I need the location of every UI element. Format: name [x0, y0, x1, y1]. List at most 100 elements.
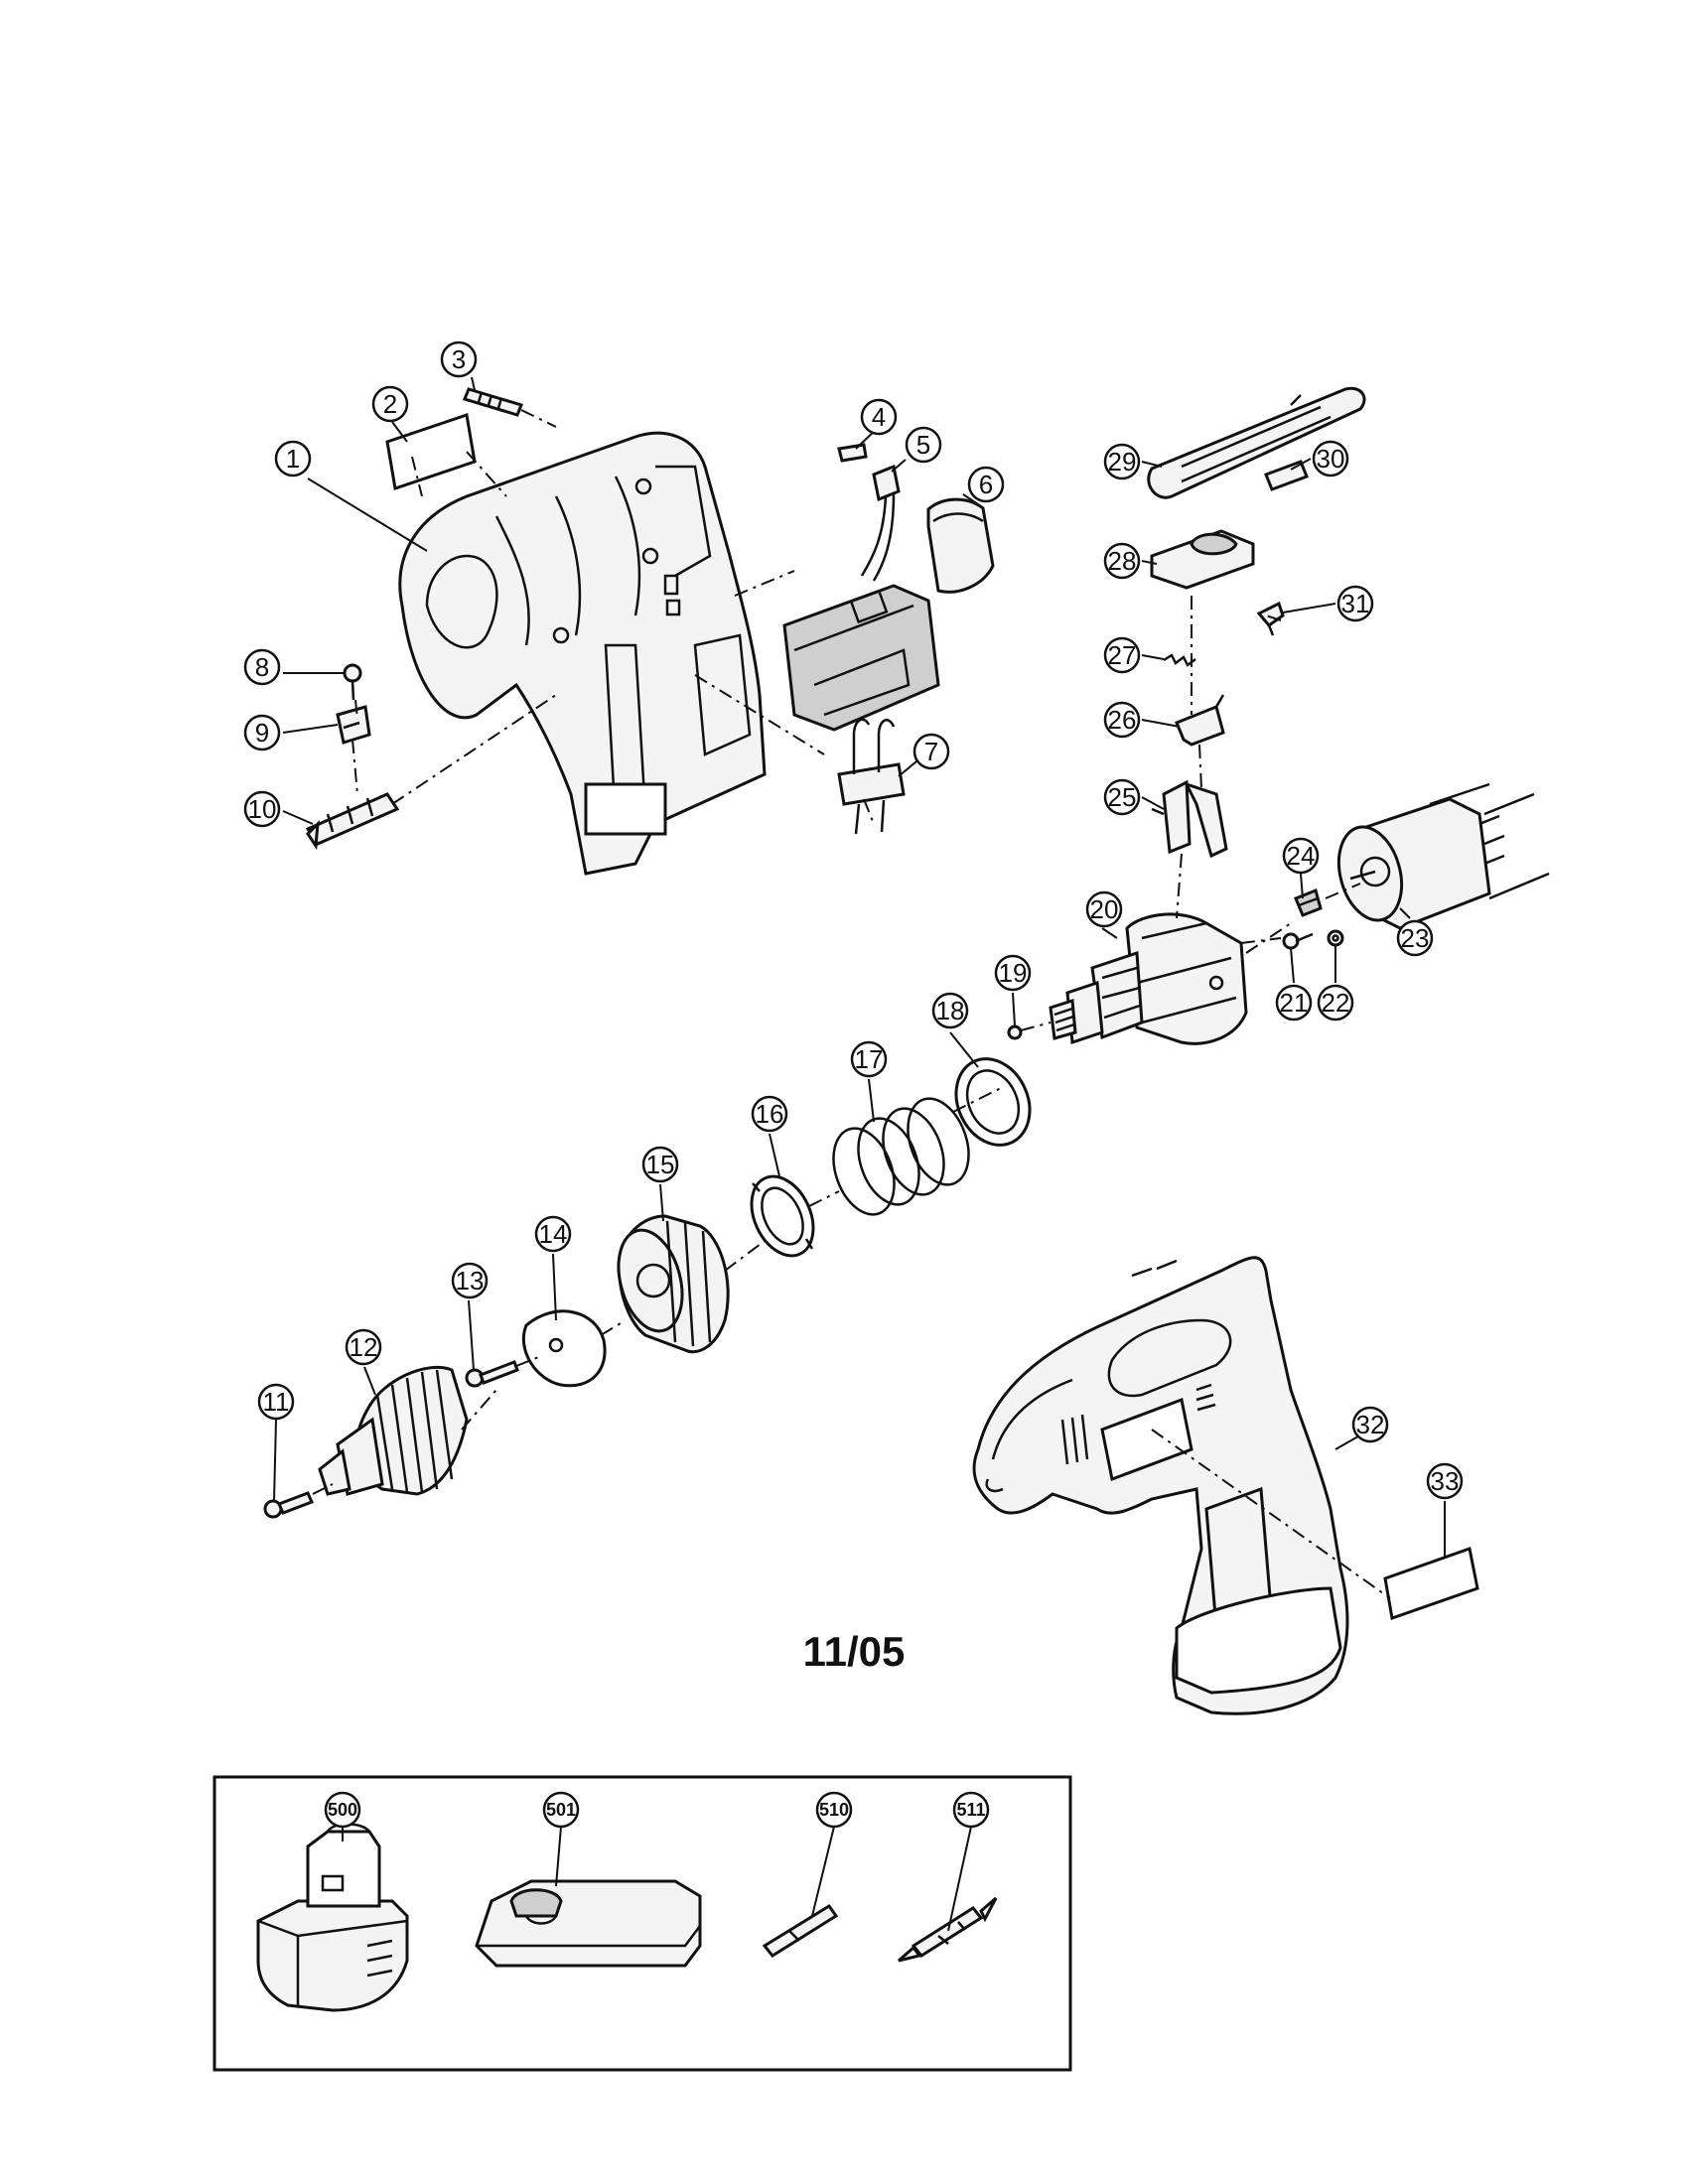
- slide-plate: [1175, 694, 1225, 747]
- callout-14: 14: [534, 1215, 572, 1253]
- svg-text:6: 6: [979, 470, 993, 499]
- svg-text:29: 29: [1108, 447, 1137, 477]
- forward-reverse-lever: [305, 792, 400, 851]
- gear-case: [1049, 912, 1248, 1045]
- slide-bracket: [1151, 779, 1228, 859]
- slide-knob: [1150, 529, 1255, 590]
- clutch-ring: [617, 1214, 730, 1354]
- svg-text:32: 32: [1356, 1410, 1385, 1439]
- svg-text:30: 30: [1317, 444, 1345, 474]
- svg-text:33: 33: [1431, 1466, 1460, 1496]
- clutch-spring: [832, 1097, 970, 1216]
- svg-text:15: 15: [646, 1150, 675, 1179]
- svg-text:23: 23: [1401, 923, 1430, 953]
- callout-3: 3: [440, 341, 478, 378]
- switch-contact: [837, 443, 868, 463]
- callout-16: 16: [751, 1095, 788, 1133]
- callout-31: 31: [1336, 585, 1374, 622]
- callout-500: 500: [324, 1791, 361, 1829]
- svg-text:9: 9: [255, 718, 269, 748]
- callout-29: 29: [1103, 443, 1141, 480]
- callout-501: 501: [542, 1791, 580, 1829]
- ball: [1007, 1024, 1023, 1040]
- svg-text:1: 1: [286, 444, 300, 474]
- callout-33: 33: [1426, 1462, 1464, 1500]
- callout-12: 12: [345, 1328, 382, 1366]
- callout-11: 11: [257, 1383, 295, 1421]
- accessory-leaders: [342, 1826, 972, 1932]
- callout-510: 510: [815, 1791, 853, 1829]
- battery-pack: [256, 1823, 409, 2012]
- svg-text:27: 27: [1108, 640, 1137, 670]
- svg-text:28: 28: [1108, 546, 1137, 576]
- date-code: 11/05: [803, 1628, 906, 1675]
- svg-text:500: 500: [328, 1800, 357, 1820]
- screw: [462, 387, 524, 417]
- callout-6: 6: [967, 466, 1005, 503]
- contact-clip: [336, 705, 371, 745]
- svg-text:511: 511: [956, 1800, 985, 1820]
- callout-2: 2: [371, 385, 409, 423]
- pin: [1264, 460, 1309, 491]
- svg-text:11: 11: [263, 1387, 290, 1417]
- svg-text:3: 3: [452, 344, 466, 374]
- callout-511: 511: [952, 1791, 990, 1829]
- svg-text:510: 510: [819, 1800, 849, 1820]
- motor: [1336, 782, 1550, 930]
- thrust-ring: [954, 1057, 1032, 1147]
- switch-body: [782, 584, 940, 732]
- callout-24: 24: [1282, 837, 1320, 875]
- washer-plate: [521, 1309, 607, 1388]
- callout-10: 10: [243, 790, 281, 828]
- screwdriver-bit-single: [762, 1903, 839, 1958]
- callout-9: 9: [243, 714, 281, 751]
- svg-text:17: 17: [855, 1044, 884, 1074]
- svg-text:22: 22: [1322, 988, 1350, 1018]
- callout-23: 23: [1396, 919, 1434, 957]
- chuck-retaining-screw: [263, 1491, 315, 1519]
- washer: [1327, 929, 1344, 947]
- callout-27: 27: [1103, 636, 1141, 674]
- svg-text:7: 7: [924, 737, 938, 766]
- svg-text:25: 25: [1108, 782, 1137, 812]
- motor-screw: [1282, 932, 1314, 950]
- callout-18: 18: [931, 992, 969, 1029]
- callout-15: 15: [641, 1146, 679, 1183]
- svg-text:5: 5: [916, 430, 930, 460]
- svg-text:19: 19: [999, 958, 1028, 988]
- callout-21: 21: [1275, 984, 1313, 1022]
- svg-text:10: 10: [248, 794, 277, 824]
- slide-rail: [1147, 386, 1366, 499]
- assembled-housing: [972, 1256, 1349, 1715]
- callout-17: 17: [850, 1040, 888, 1078]
- callout-8: 8: [243, 648, 281, 686]
- svg-text:21: 21: [1280, 988, 1309, 1018]
- callout-19: 19: [994, 954, 1032, 992]
- svg-text:4: 4: [872, 402, 886, 432]
- battery-charger: [475, 1879, 702, 1968]
- switch-lead-wire: [860, 464, 901, 582]
- callout-26: 26: [1103, 701, 1141, 739]
- spring-clip: [1256, 601, 1285, 636]
- svg-text:16: 16: [756, 1099, 784, 1129]
- callout-30: 30: [1312, 440, 1349, 478]
- callout-32: 32: [1351, 1406, 1389, 1443]
- svg-text:12: 12: [350, 1332, 378, 1362]
- callout-1: 1: [274, 440, 312, 478]
- callout-5: 5: [905, 426, 942, 464]
- svg-text:8: 8: [255, 652, 269, 682]
- small-screw: [343, 663, 362, 701]
- svg-text:26: 26: [1108, 705, 1137, 735]
- callout-25: 25: [1103, 778, 1141, 816]
- switch-trigger: [926, 497, 995, 594]
- terminal-block: [837, 718, 906, 835]
- svg-text:2: 2: [383, 389, 397, 419]
- svg-text:18: 18: [936, 996, 965, 1025]
- assembly-lines: [312, 409, 1391, 1599]
- callout-4: 4: [860, 398, 898, 436]
- svg-text:13: 13: [456, 1266, 485, 1296]
- spring: [1163, 653, 1196, 667]
- screwdriver-bit-double: [898, 1896, 998, 1963]
- label-plate: [385, 413, 477, 490]
